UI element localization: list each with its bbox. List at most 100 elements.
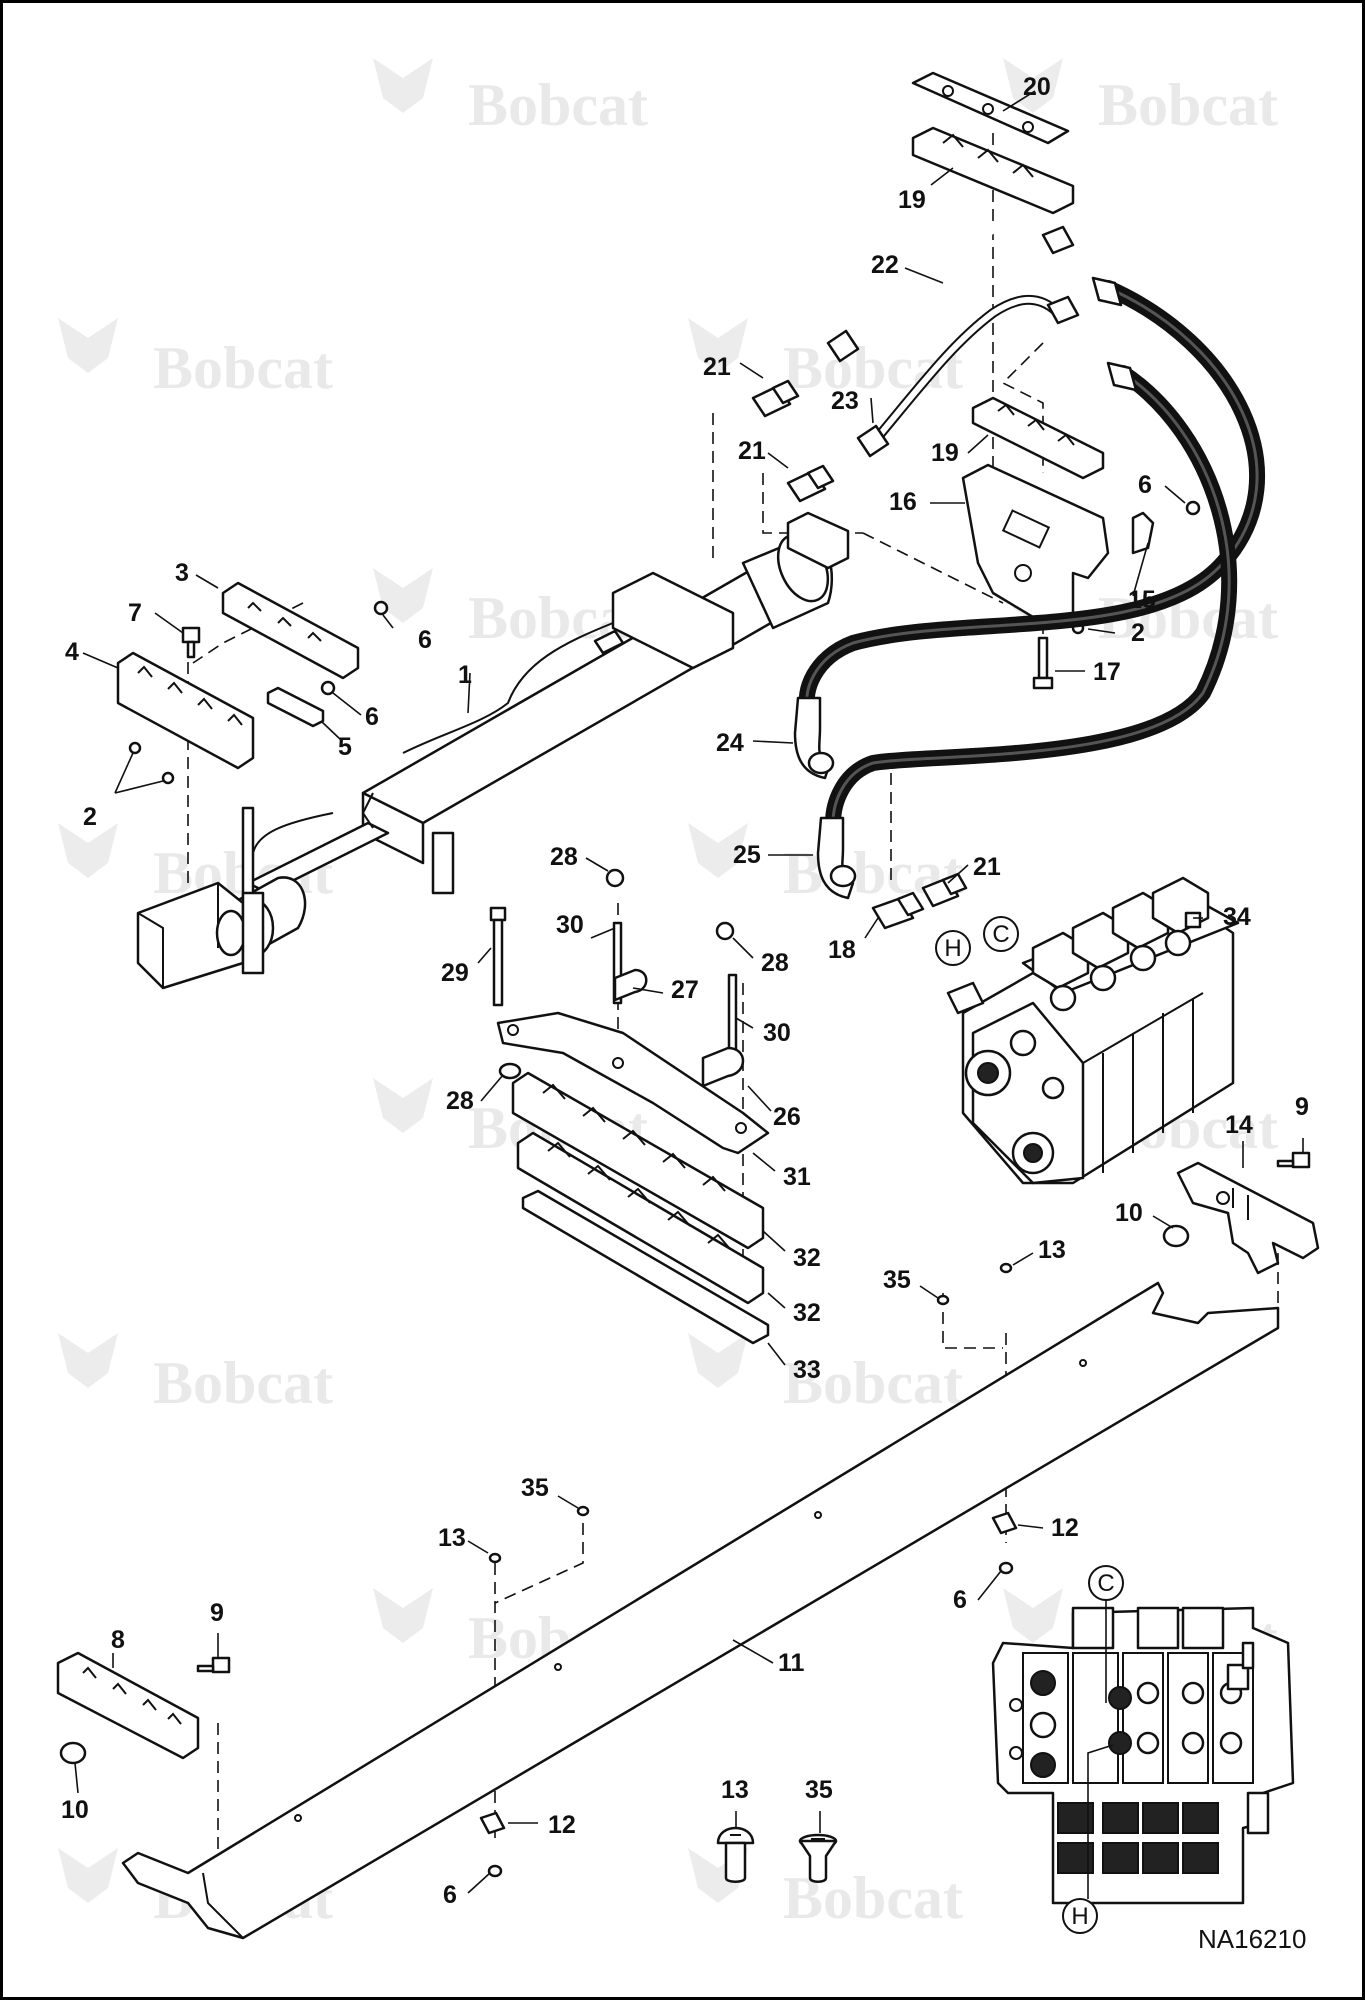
callout-35: 35 [521, 1474, 549, 1502]
callout-10: 10 [1115, 1199, 1143, 1227]
callout-16: 16 [889, 488, 917, 516]
part-34-control-valve[interactable] [946, 876, 1240, 1185]
part-33-strip[interactable] [521, 1189, 770, 1345]
part-35-screw-detail[interactable] [798, 1833, 838, 1883]
part-12-clip-a[interactable] [991, 1511, 1018, 1535]
part-26-clip[interactable] [701, 1046, 745, 1088]
svg-text:C: C [1097, 1570, 1114, 1597]
part-25-elbow[interactable] [816, 816, 857, 900]
leader-lines [74, 90, 1304, 1894]
part-21-fitting-b[interactable] [786, 464, 835, 503]
callout-6: 6 [1138, 471, 1152, 499]
part-23-tube[interactable] [856, 294, 1080, 458]
callout-17: 17 [1093, 658, 1121, 686]
callout-8: 8 [111, 1626, 125, 1654]
part-9-bolt-a[interactable] [1276, 1151, 1311, 1169]
callout-24: 24 [716, 729, 744, 757]
port-ref-c-inset: C [1088, 1565, 1124, 1703]
svg-text:H: H [1071, 1903, 1088, 1930]
part-5-clip[interactable] [266, 686, 325, 728]
part-7-bolt[interactable] [181, 626, 201, 659]
callout-14: 14 [1225, 1111, 1253, 1139]
hose-lower[interactable] [825, 361, 1238, 831]
callout-11: 11 [778, 1649, 805, 1677]
part-32-clamp-b[interactable] [516, 1131, 765, 1305]
part-17-bolt[interactable] [1032, 636, 1054, 690]
callout-25: 25 [733, 841, 761, 869]
part-32-clamp-a[interactable] [511, 1071, 765, 1250]
part-18-fitting[interactable] [871, 891, 925, 930]
part-35-screw-a[interactable] [936, 1294, 950, 1306]
part-31-plate[interactable] [496, 1011, 770, 1155]
part-10-nut-a[interactable] [1162, 1224, 1190, 1248]
callout-33: 33 [793, 1356, 821, 1384]
part-8-plate[interactable] [56, 1651, 200, 1760]
part-28-nut-c[interactable] [498, 1062, 522, 1080]
callout-21: 21 [703, 353, 731, 381]
callout-6: 6 [953, 1586, 967, 1614]
part-21-fitting-a[interactable] [751, 379, 800, 418]
callout-20: 20 [1023, 73, 1051, 101]
part-11-panel[interactable] [121, 1281, 1280, 1940]
part-6-nut-b[interactable] [373, 600, 389, 616]
part-2-bolt-b[interactable] [128, 741, 175, 785]
callout-21: 21 [973, 853, 1001, 881]
part-27-clip[interactable] [613, 968, 648, 1002]
part-21-fitting-c[interactable] [921, 872, 968, 908]
callout-6: 6 [365, 703, 379, 731]
callout-30: 30 [556, 911, 584, 939]
part-13-screw-b[interactable] [488, 1552, 502, 1564]
part-24-elbow[interactable] [793, 696, 835, 780]
svg-text:H: H [944, 935, 961, 962]
svg-text:Bobcat: Bobcat [468, 72, 648, 138]
part-28-nut-b[interactable] [715, 921, 735, 941]
callout-28: 28 [446, 1087, 474, 1115]
part-4-plate[interactable] [116, 651, 255, 770]
part-9-bolt-b[interactable] [196, 1656, 231, 1674]
part-20-clamp-plate[interactable] [911, 71, 1070, 145]
part-35-screw-b[interactable] [576, 1505, 590, 1517]
port-ref-c-main: C [983, 916, 1019, 952]
part-30-stud-b[interactable] [727, 973, 738, 1057]
callout-9: 9 [210, 1599, 224, 1627]
part-10-nut-b[interactable] [59, 1741, 87, 1765]
part-19-clamp-lower[interactable] [971, 396, 1105, 480]
part-6-nut-c[interactable] [320, 680, 336, 696]
drawing-code: NA16210 [1198, 1924, 1306, 1954]
part-6-nut-e[interactable] [487, 1864, 503, 1878]
part-19-clamp-top[interactable] [911, 126, 1075, 215]
part-13-screw-a[interactable] [999, 1262, 1013, 1274]
callout-31: 31 [783, 1163, 811, 1191]
callout-1: 1 [458, 661, 472, 689]
part-15-clip[interactable] [1131, 511, 1155, 555]
part-22-tube[interactable] [826, 224, 1075, 363]
port-ref-h-inset: H [1062, 1744, 1114, 1934]
callout-19: 19 [931, 439, 959, 467]
callout-34: 34 [1223, 903, 1251, 931]
callout-6: 6 [443, 1881, 457, 1909]
callout-32: 32 [793, 1299, 821, 1327]
hose-upper[interactable] [798, 276, 1266, 716]
part-28-nut-a[interactable] [605, 868, 625, 888]
part-12-clip-b[interactable] [479, 1811, 506, 1835]
watermark-12: Bobcat [688, 1333, 963, 1416]
callout-30: 30 [763, 1019, 791, 1047]
callout-18: 18 [828, 936, 856, 964]
part-29-bolt[interactable] [489, 906, 507, 1007]
valve-inset-detail [991, 1606, 1295, 1905]
svg-text:Bobcat: Bobcat [153, 335, 333, 401]
callout-13: 13 [721, 1776, 749, 1804]
part-6-nut-d[interactable] [998, 1561, 1014, 1575]
part-3-plate[interactable] [221, 581, 360, 680]
callout-15: 15 [1128, 586, 1156, 614]
callout-35: 35 [805, 1776, 833, 1804]
part-16-bracket[interactable] [961, 463, 1110, 625]
watermark-1: Bobcat [373, 58, 648, 138]
part-14-bracket[interactable] [1176, 1161, 1320, 1275]
part-6-nut-a[interactable] [1185, 500, 1201, 516]
callout-9: 9 [1295, 1093, 1309, 1121]
part-1-cylinder[interactable] [136, 511, 850, 990]
part-13-screw-detail[interactable] [716, 1826, 755, 1883]
callout-21: 21 [738, 437, 766, 465]
